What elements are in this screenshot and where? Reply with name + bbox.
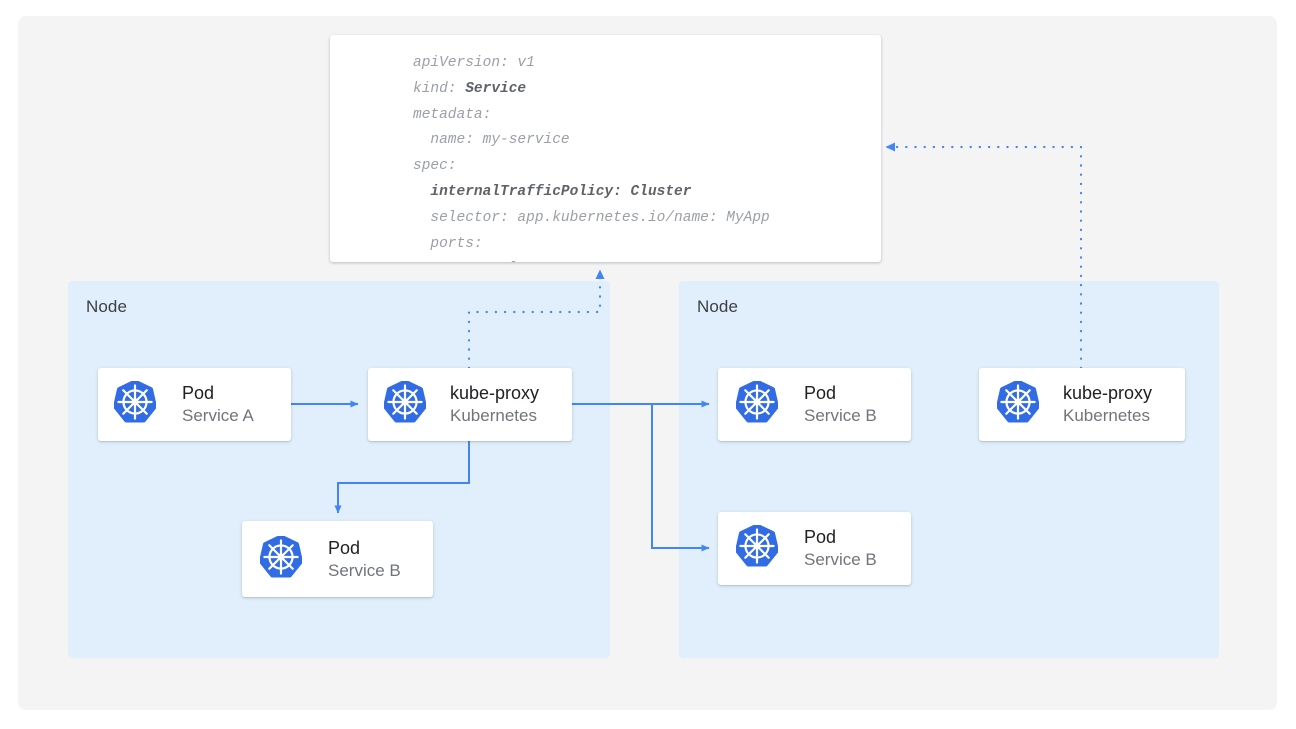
node-left-container [68, 281, 610, 658]
node-right-container [679, 281, 1219, 658]
kubernetes-icon [735, 379, 779, 428]
card-title: kube-proxy [450, 383, 540, 404]
node-right-label: Node [697, 297, 739, 316]
yaml-line-selector: selector: app.kubernetes.io/name: MyApp [413, 209, 770, 226]
yaml-line-protocol: - protocol: TCP [413, 261, 561, 262]
card-kube-proxy-right[interactable]: kube-proxy Kubernetes [979, 368, 1185, 441]
card-pod-service-b-left-node[interactable]: Pod Service B [242, 521, 433, 597]
card-pod-service-b-right-bottom[interactable]: Pod Service B [718, 512, 911, 585]
card-subtitle: Service B [804, 550, 877, 570]
card-title: kube-proxy [1063, 383, 1153, 404]
card-title: Pod [182, 383, 215, 404]
card-subtitle: Kubernetes [1063, 406, 1150, 426]
card-pod-service-a[interactable]: Pod Service A [98, 368, 291, 441]
kubernetes-icon [735, 523, 779, 572]
yaml-line-kind: kind: Service [413, 80, 527, 97]
card-title: Pod [804, 383, 837, 404]
card-subtitle: Kubernetes [450, 406, 537, 426]
kubernetes-icon [996, 379, 1040, 428]
service-spec-panel: apiVersion: v1 kind: Service metadata: n… [330, 35, 881, 262]
card-pod-service-b-right-top[interactable]: Pod Service B [718, 368, 911, 441]
yaml-line-ports: ports: [413, 235, 483, 252]
card-title: Pod [328, 537, 361, 558]
node-left-label: Node [86, 297, 128, 316]
card-subtitle: Service A [182, 406, 254, 426]
card-subtitle: Service B [804, 406, 877, 426]
kubernetes-icon [113, 379, 157, 428]
yaml-line-metadata: metadata: [413, 106, 492, 123]
card-kube-proxy-left[interactable]: kube-proxy Kubernetes [368, 368, 572, 441]
card-subtitle: Service B [328, 560, 401, 580]
yaml-line-internal-traffic-policy: internalTrafficPolicy: Cluster [413, 183, 692, 200]
yaml-line-apiversion: apiVersion: v1 [413, 55, 535, 71]
yaml-kind-value: Service [465, 80, 527, 97]
yaml-line-spec: spec: [413, 158, 457, 175]
kubernetes-icon [259, 534, 303, 583]
kubernetes-icon [383, 379, 427, 428]
service-spec-yaml: apiVersion: v1 kind: Service metadata: n… [413, 51, 770, 262]
card-title: Pod [804, 527, 837, 548]
yaml-line-name: name: my-service [413, 132, 570, 149]
